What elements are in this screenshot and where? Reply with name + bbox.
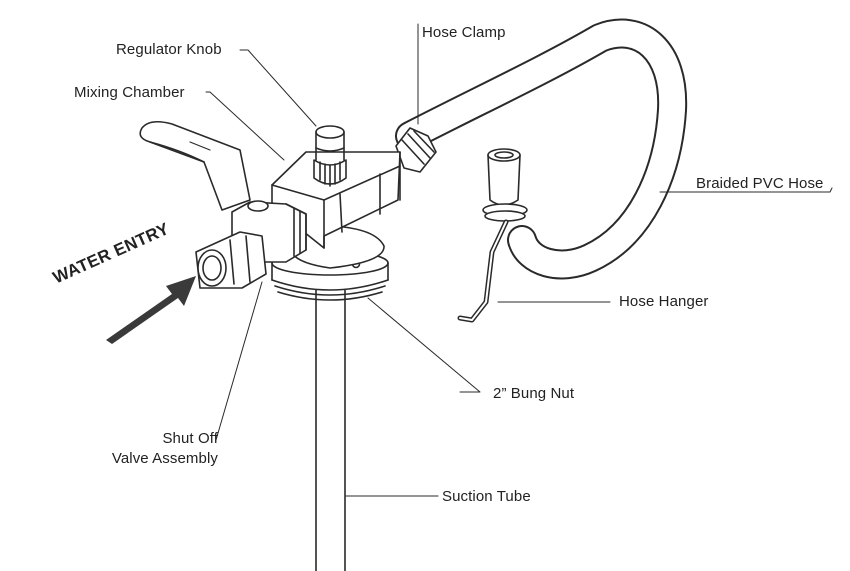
regulator-knob [313,125,347,187]
hose-nozzle [482,148,528,222]
label-braided-pvc-hose: Braided PVC Hose [696,175,824,192]
label-shut-off-line2: Valve Assembly [111,450,218,467]
label-hose-clamp: Hose Clamp [422,24,506,41]
label-shut-off-valve: Shut Off Valve Assembly [84,429,218,469]
label-suction-tube: Suction Tube [442,488,531,505]
hose-hanger [457,219,509,323]
suction-tube [315,289,346,571]
label-shut-off-line1: Shut Off [162,430,218,447]
label-bung-nut: 2” Bung Nut [493,385,575,402]
inlet-fitting [195,231,267,289]
label-regulator-knob: Regulator Knob [116,41,222,58]
braided-hose [395,18,688,280]
leader-lines [205,23,833,497]
label-hose-hanger: Hose Hanger [619,293,709,310]
valve-handle [139,120,251,211]
hose-clamp [395,127,437,173]
water-entry-arrow [106,276,196,344]
label-mixing-chamber: Mixing Chamber [74,84,185,101]
